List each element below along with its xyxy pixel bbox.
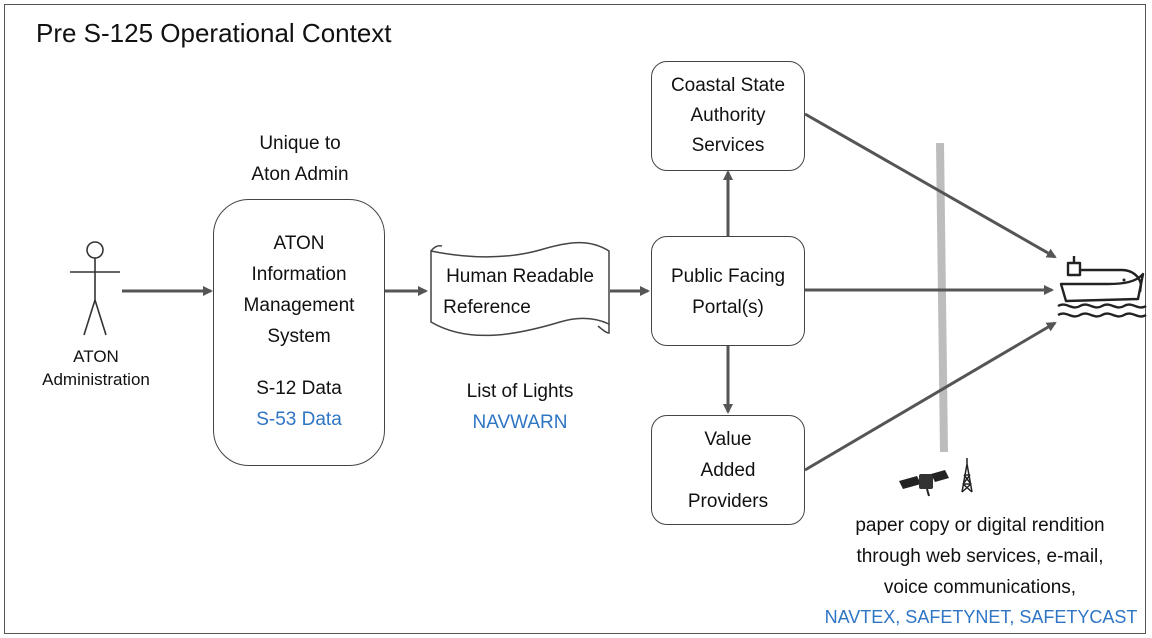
diagram-title: Pre S-125 Operational Context <box>36 18 392 48</box>
ship-icon <box>1057 256 1147 318</box>
reference-document-fold-bottom <box>597 324 610 334</box>
distribution-line3: voice communications, <box>883 577 1077 598</box>
distribution-line2: through web services, e-mail, <box>856 546 1104 567</box>
reference-line1: Human Readable <box>446 266 594 287</box>
value-added-line1: Value <box>704 429 752 450</box>
stick-figure-icon <box>70 241 120 336</box>
actor-label-line2: Administration <box>42 370 150 389</box>
aton-system-line1: ATON <box>273 233 325 254</box>
arrow-value-added-to-ship <box>804 321 1057 472</box>
satellite-icon <box>899 470 949 497</box>
portal-line2: Portal(s) <box>692 297 764 318</box>
distribution-line1: paper copy or digital rendition <box>855 515 1105 536</box>
aton-system-line3: Management <box>243 295 355 316</box>
coastal-line1: Coastal State <box>670 75 786 96</box>
aton-system-data1: S-12 Data <box>256 378 342 399</box>
diagram-frame <box>4 4 1146 634</box>
aton-system-line2: Information <box>251 264 347 285</box>
distribution-barrier-line <box>936 142 948 453</box>
aton-system-box <box>213 199 385 466</box>
value-added-line2: Added <box>700 460 756 481</box>
reference-caption2: NAVWARN <box>472 412 568 433</box>
aton-system-line4: System <box>267 326 331 347</box>
portal-box <box>651 236 805 346</box>
value-added-line3: Providers <box>687 491 769 512</box>
radio-tower-icon <box>961 458 973 493</box>
arrow-coastal-to-ship <box>804 112 1057 259</box>
coastal-box <box>651 61 805 171</box>
coastal-line2: Authority <box>690 105 766 126</box>
reference-line2: Reference <box>443 297 531 318</box>
coastal-line3: Services <box>691 135 765 156</box>
actor-label-line1: ATON <box>73 347 119 366</box>
distribution-line4: NAVTEX, SAFETYNET, SAFETYCAST <box>824 607 1138 627</box>
reference-document-fold <box>430 245 443 252</box>
portal-line1: Public Facing <box>670 266 786 287</box>
aton-system-caption-line2: Aton Admin <box>251 164 349 185</box>
aton-system-data2: S-53 Data <box>256 409 342 430</box>
reference-caption1: List of Lights <box>466 381 574 402</box>
value-added-box <box>651 415 805 525</box>
aton-system-caption-line1: Unique to <box>259 133 341 154</box>
